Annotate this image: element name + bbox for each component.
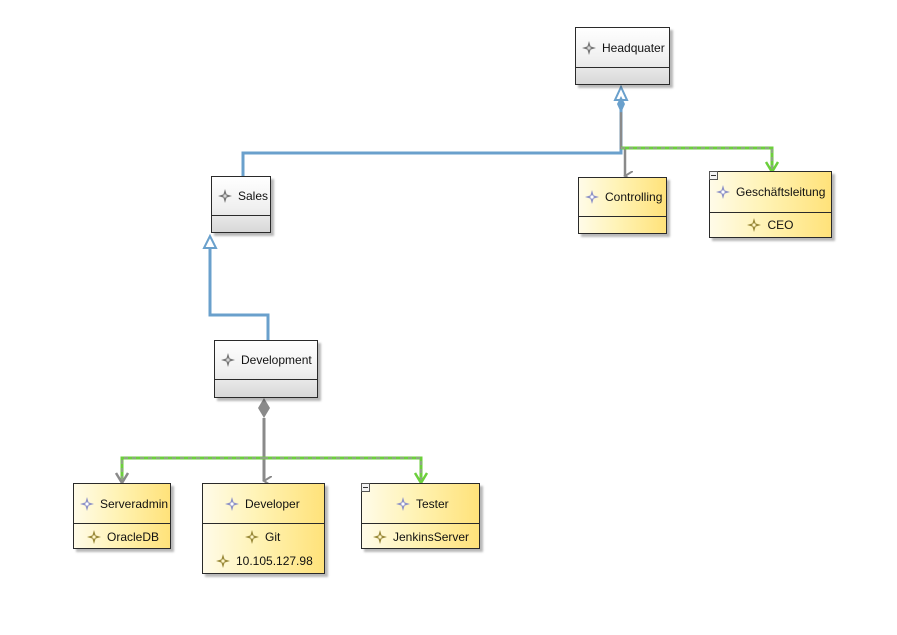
dependency-development-serveradmin[interactable]	[120, 456, 264, 481]
composition-diamond-development	[258, 398, 270, 418]
dependency-development-tester[interactable]	[264, 456, 423, 481]
attribute-value: OracleDB	[107, 530, 160, 544]
instance-header: Developer	[203, 484, 324, 524]
instance-node-controlling[interactable]: Controlling	[578, 177, 667, 234]
class-header: Development	[215, 341, 317, 380]
attribute-row: 10.105.127.98	[203, 554, 324, 568]
attribute-row: Git	[203, 530, 324, 544]
instance-header: Serveradmin	[74, 484, 170, 524]
dependency-overlay-tester	[264, 457, 422, 481]
class-name: Headquater	[602, 40, 665, 55]
composition-headquater-controlling[interactable]	[619, 112, 625, 176]
instance-node-developer[interactable]: Developer Git 10.105.127.98	[202, 483, 325, 574]
dependency-overlay-serveradmin	[121, 457, 264, 481]
attribute-value: Git	[265, 530, 281, 544]
attribute-row: JenkinsServer	[362, 530, 479, 544]
instance-name: Tester	[416, 496, 449, 511]
instance-name: Developer	[245, 496, 300, 511]
instance-node-serveradmin[interactable]: Serveradmin OracleDB	[73, 483, 171, 549]
attribute-value: 10.105.127.98	[236, 554, 313, 568]
dependency-headquater-geschaeftsleitung[interactable]	[621, 146, 774, 170]
generalization-sales-headquater[interactable]	[241, 101, 623, 176]
class-icon	[218, 189, 232, 203]
instance-name: Geschäftsleitung	[736, 185, 826, 199]
class-header: Sales	[212, 177, 270, 216]
attribute-row: OracleDB	[74, 530, 170, 544]
attribute-icon	[245, 530, 259, 544]
instance-name: Serveradmin	[100, 496, 169, 511]
instance-header: Geschäftsleitung	[710, 172, 831, 213]
dependency-overlay-geschaeftsleitung	[621, 147, 773, 170]
attribute-icon	[87, 530, 101, 544]
instance-icon	[80, 496, 94, 511]
instance-icon	[225, 496, 239, 511]
composition-diamond-headquater	[617, 96, 625, 113]
instance-icon	[585, 190, 599, 204]
attribute-row: CEO	[710, 218, 831, 232]
class-icon	[221, 353, 235, 367]
attribute-icon	[373, 530, 387, 544]
attribute-value: CEO	[767, 218, 794, 232]
attribute-icon	[747, 218, 762, 232]
instance-header: Tester	[362, 484, 479, 524]
attribute-value: JenkinsServer	[393, 530, 470, 544]
instance-icon	[396, 496, 410, 511]
instance-node-geschaeftsleitung[interactable]: Geschäftsleitung CEO	[709, 171, 832, 238]
class-node-headquater[interactable]: Headquater	[575, 27, 670, 85]
class-header: Headquater	[576, 28, 669, 68]
instance-node-tester[interactable]: Tester JenkinsServer	[361, 483, 480, 549]
generalization-development-sales[interactable]	[208, 249, 270, 340]
instance-header: Controlling	[579, 178, 666, 217]
instance-name: Controlling	[605, 190, 663, 204]
class-node-sales[interactable]: Sales	[211, 176, 271, 233]
generalization-arrowhead-sales	[202, 233, 218, 249]
class-name: Sales	[238, 189, 269, 203]
class-name: Development	[241, 353, 312, 367]
instance-icon	[716, 185, 730, 199]
class-icon	[582, 40, 596, 55]
attribute-icon	[216, 554, 230, 568]
collapse-toggle[interactable]	[709, 171, 718, 180]
collapse-toggle[interactable]	[361, 483, 370, 492]
class-node-development[interactable]: Development	[214, 340, 318, 398]
